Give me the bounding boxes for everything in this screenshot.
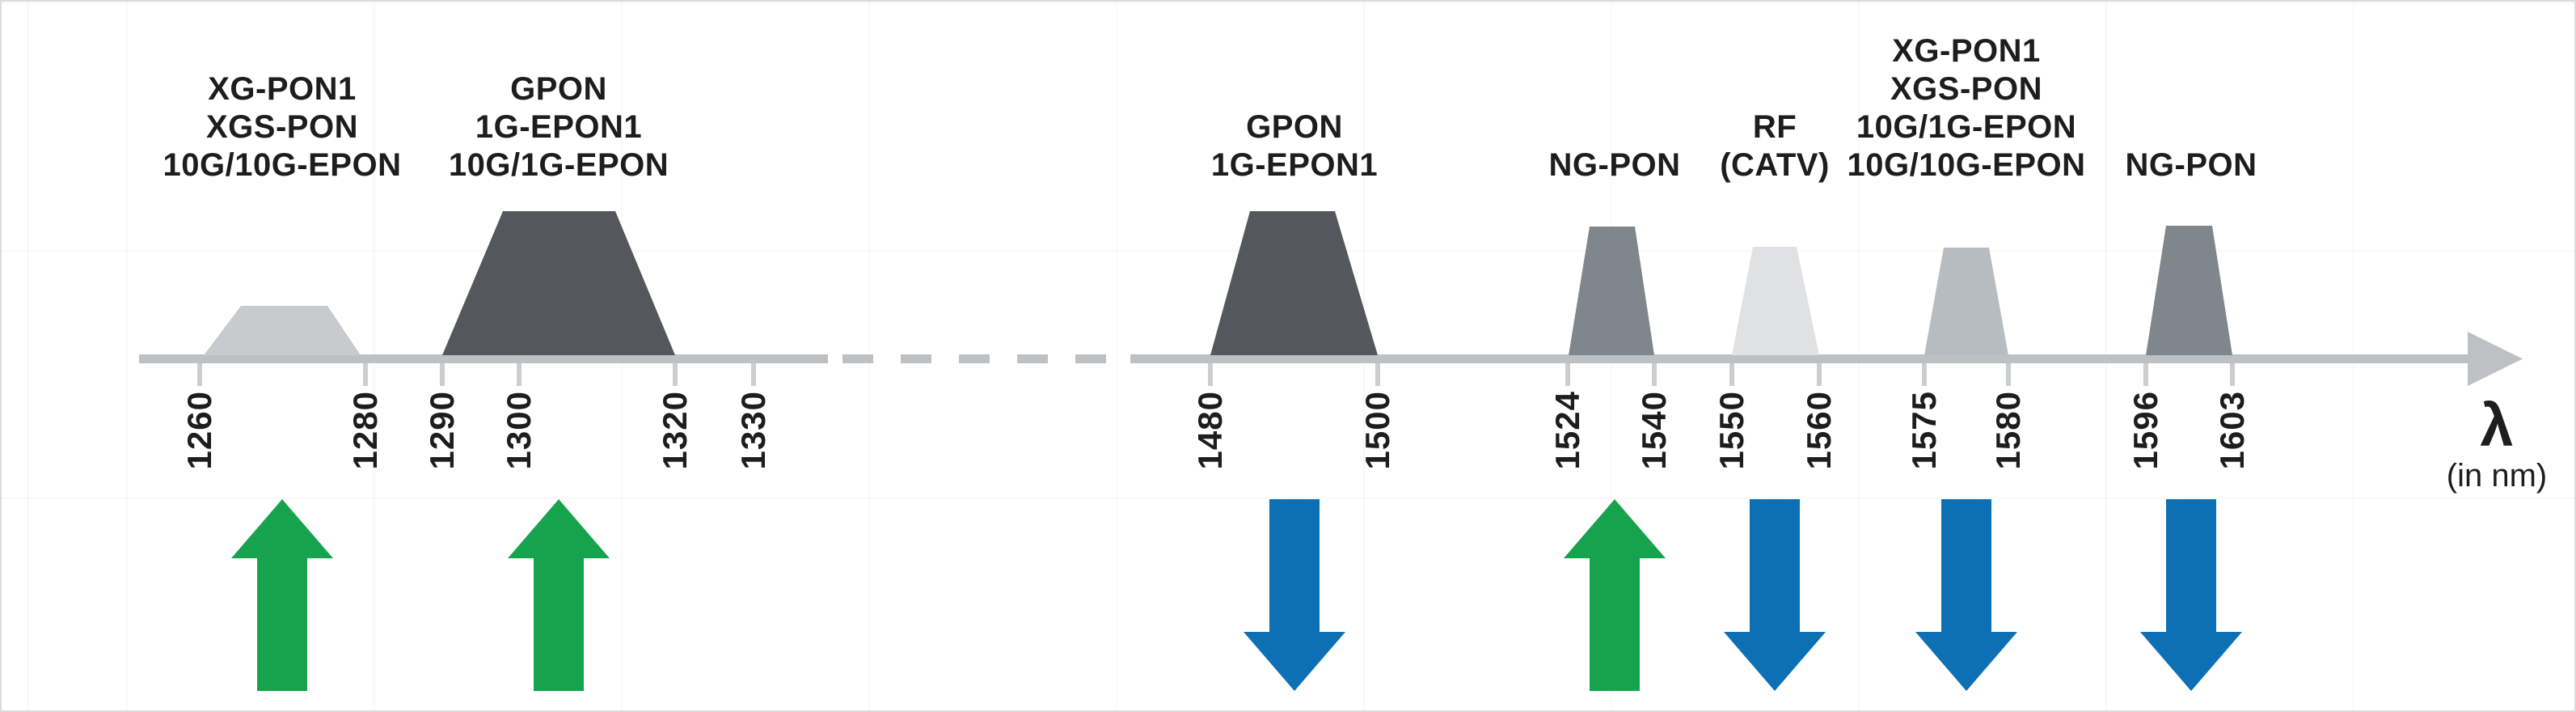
tick-label-1500: 1500 bbox=[1358, 391, 1396, 470]
tick-label-1560: 1560 bbox=[1800, 391, 1838, 470]
band-label-line: 10G/1G-EPON bbox=[448, 147, 669, 183]
tick-label-1300: 1300 bbox=[500, 391, 538, 470]
axis-arrowhead-icon bbox=[2468, 332, 2523, 386]
tick-mark-1330 bbox=[751, 363, 756, 386]
band-trapezoid-1524-1540 bbox=[1569, 227, 1654, 355]
axis-line-left bbox=[139, 354, 828, 363]
tick-mark-1320 bbox=[673, 363, 678, 386]
band-label-xgpon1-upstream: XG-PON1 XGS-PON 10G/10G-EPON bbox=[137, 70, 428, 184]
axis-caption: λ (in nm) bbox=[2416, 392, 2574, 494]
tick-label-1260: 1260 bbox=[180, 391, 218, 470]
tick-mark-1290 bbox=[440, 363, 445, 386]
tick-label-1580: 1580 bbox=[1989, 391, 2027, 470]
band-trapezoid-1290-1320 bbox=[442, 211, 675, 355]
band-label-line: NG-PON bbox=[1548, 147, 1681, 183]
tick-mark-1260 bbox=[197, 363, 202, 386]
axis-line-right bbox=[1130, 354, 2472, 363]
band-label-gpon-upstream: GPON 1G-EPON1 10G/1G-EPON bbox=[413, 70, 704, 184]
tick-label-1550: 1550 bbox=[1712, 391, 1750, 470]
band-label-line: NG-PON bbox=[2125, 147, 2257, 183]
band-label-line: XG-PON1 bbox=[1892, 33, 2041, 69]
band-trapezoid-1575-1580 bbox=[1924, 248, 2008, 355]
tick-mark-1300 bbox=[517, 363, 522, 386]
band-trapezoid-1550-1560 bbox=[1732, 247, 1819, 355]
tick-label-1596: 1596 bbox=[2126, 391, 2164, 470]
band-label-line: 1G-EPON1 bbox=[1210, 147, 1379, 183]
unit-label: (in nm) bbox=[2446, 458, 2548, 494]
tick-label-1320: 1320 bbox=[656, 391, 694, 470]
tick-mark-1540 bbox=[1652, 363, 1657, 386]
tick-mark-1550 bbox=[1729, 363, 1734, 386]
tick-label-1603: 1603 bbox=[2213, 391, 2251, 470]
band-trapezoid-1480-1500 bbox=[1210, 211, 1378, 355]
band-label-line: 10G/10G-EPON bbox=[163, 147, 402, 183]
tick-mark-1596 bbox=[2143, 363, 2148, 386]
tick-mark-1480 bbox=[1208, 363, 1213, 386]
downstream-arrow-icon-3 bbox=[1915, 499, 2017, 691]
band-label-ngpon-upstream: NG-PON bbox=[1469, 146, 1760, 184]
band-label-ngpon-downstream: NG-PON bbox=[2046, 146, 2337, 184]
tick-label-1330: 1330 bbox=[734, 391, 772, 470]
band-trapezoid-1260-1280 bbox=[204, 306, 361, 355]
tick-label-1480: 1480 bbox=[1191, 391, 1229, 470]
lambda-label: λ bbox=[2480, 392, 2514, 459]
upstream-arrow-icon-3 bbox=[1564, 499, 1666, 691]
tick-label-1290: 1290 bbox=[423, 391, 461, 470]
band-label-line: GPON bbox=[1246, 109, 1343, 145]
band-trapezoid-1596-1603 bbox=[2146, 226, 2232, 355]
band-label-xgpon1-downstream: XG-PON1 XGS-PON 10G/1G-EPON 10G/10G-EPON bbox=[1821, 32, 2112, 184]
downstream-arrow-icon-4 bbox=[2140, 499, 2242, 691]
tick-mark-1603 bbox=[2230, 363, 2235, 386]
band-label-line: 10G/1G-EPON bbox=[1856, 109, 2077, 145]
tick-mark-1580 bbox=[2006, 363, 2011, 386]
band-label-line: (CATV) bbox=[1720, 147, 1830, 183]
downstream-arrow-icon-2 bbox=[1724, 499, 1826, 691]
tick-label-1280: 1280 bbox=[346, 391, 384, 470]
tick-mark-1280 bbox=[363, 363, 368, 386]
band-label-rf-catv: RF (CATV) bbox=[1629, 108, 1920, 184]
band-label-line: XGS-PON bbox=[1890, 71, 2042, 107]
tick-label-1540: 1540 bbox=[1635, 391, 1673, 470]
upstream-arrow-icon-1 bbox=[231, 499, 333, 691]
tick-mark-1500 bbox=[1375, 363, 1380, 386]
band-label-line: GPON bbox=[510, 71, 607, 107]
tick-mark-1560 bbox=[1817, 363, 1822, 386]
band-label-line: 10G/10G-EPON bbox=[1847, 147, 2086, 183]
tick-mark-1575 bbox=[1922, 363, 1927, 386]
band-label-line: RF bbox=[1752, 109, 1797, 145]
band-label-line: XG-PON1 bbox=[208, 71, 357, 107]
upstream-arrow-icon-2 bbox=[508, 499, 610, 691]
band-label-line: XGS-PON bbox=[206, 109, 358, 145]
tick-label-1575: 1575 bbox=[1905, 391, 1943, 470]
band-label-line: 1G-EPON1 bbox=[475, 109, 643, 145]
tick-label-1524: 1524 bbox=[1548, 391, 1586, 470]
tick-mark-1524 bbox=[1565, 363, 1570, 386]
band-label-gpon-downstream: GPON 1G-EPON1 bbox=[1149, 108, 1440, 184]
downstream-arrow-icon-1 bbox=[1244, 499, 1345, 691]
